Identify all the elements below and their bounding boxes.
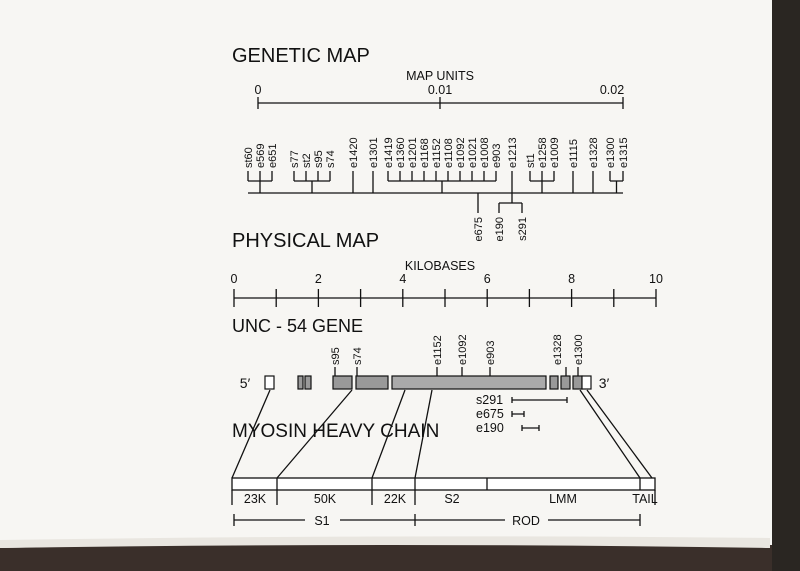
protein-title: MYOSIN HEAVY CHAIN [232, 421, 439, 442]
allele-label: e1108 [443, 138, 455, 168]
kilobase-scale: 0 2 4 6 8 10 [231, 272, 663, 307]
allele-label: e1420 [348, 137, 360, 168]
deletion-label: e190 [476, 421, 504, 435]
allele-label: e1008 [479, 137, 491, 168]
allele-label: e190 [494, 217, 506, 241]
allele-label: e1092 [455, 137, 467, 168]
exon [572, 375, 583, 390]
kb-tick-label: 4 [399, 272, 406, 286]
kilobases-label: KILOBASES [405, 259, 475, 273]
exon [297, 375, 304, 390]
allele-label: e1360 [395, 137, 407, 168]
region-label-s1: S1 [314, 514, 329, 528]
genetic-map-lines [247, 171, 624, 213]
allele-label: e1021 [467, 137, 479, 168]
kb-tick-label: 10 [649, 272, 663, 286]
region-label-rod: ROD [512, 514, 540, 528]
exon [581, 375, 592, 390]
allele-label: e1009 [549, 137, 561, 168]
allele-label: e1315 [618, 137, 630, 168]
allele-label: e1213 [507, 137, 519, 168]
allele-label: st2 [301, 153, 313, 168]
allele-label: st60 [243, 147, 255, 168]
kb-tick-label: 0 [231, 272, 238, 286]
mutation-label: e1300 [573, 334, 585, 365]
exon [332, 375, 353, 390]
mutation-label: e1328 [552, 334, 564, 365]
allele-label: e651 [267, 144, 279, 168]
physical-map-title: PHYSICAL MAP [232, 230, 379, 252]
exon [391, 375, 547, 390]
allele-label: e675 [473, 217, 485, 241]
five-prime-label: 5′ [240, 375, 251, 391]
allele-label: e903 [491, 144, 503, 168]
region-brackets [233, 514, 641, 526]
kb-tick-label: 6 [484, 272, 491, 286]
deletion-range [511, 397, 568, 403]
allele-label: s77 [289, 150, 301, 168]
map-tick-label: 0 [255, 83, 262, 97]
exon [355, 375, 389, 390]
map-tick-label: 0.02 [600, 83, 624, 97]
allele-label: s95 [313, 150, 325, 168]
page-edge-right [772, 0, 800, 571]
map-units-scale [257, 97, 624, 109]
three-prime-label: 3′ [599, 375, 610, 391]
map-tick-label: 0.01 [428, 83, 452, 97]
gene-structure: 5′ 3′ s95 s74 e1152 e1092 e903 e1328 e1300 s291e6… [240, 334, 610, 435]
exon [549, 375, 559, 390]
protein-structure: 23K 50K 22K S2 LMM TAIL S1 ROD [231, 389, 658, 528]
deletion-range [521, 425, 540, 431]
kb-tick-label: 2 [315, 272, 322, 286]
mutation-label: e1152 [432, 335, 444, 365]
deletion-range [511, 411, 525, 417]
mutation-label: s74 [352, 347, 364, 365]
protein-bar [231, 477, 656, 491]
kb-axis [233, 289, 657, 307]
deletion-label: s291 [476, 393, 503, 407]
mutation-label: s95 [330, 347, 342, 365]
protein-segment-label: 50K [314, 492, 337, 506]
allele-label: e1300 [605, 137, 617, 168]
kb-tick-label: 8 [568, 272, 575, 286]
allele-label: st1 [525, 153, 537, 168]
allele-label: e1152 [431, 138, 443, 168]
mutation-label: e903 [485, 341, 497, 365]
protein-segment-label: 23K [244, 492, 267, 506]
protein-dividers [231, 478, 656, 505]
exon [560, 375, 571, 390]
allele-label: e1419 [383, 137, 395, 168]
allele-label: e1328 [588, 137, 600, 168]
mutation-label: e1092 [457, 334, 469, 365]
gene-title: UNC - 54 GENE [232, 316, 363, 336]
exon [264, 375, 275, 390]
exon-to-protein-lines [231, 389, 653, 479]
allele-label: s291 [517, 217, 529, 241]
protein-segment-label: 22K [384, 492, 407, 506]
allele-label: s74 [325, 150, 337, 168]
allele-label: e569 [255, 144, 267, 168]
map-units-label: MAP UNITS [406, 69, 474, 83]
allele-label: e1201 [407, 137, 419, 168]
protein-segment-label: TAIL [632, 492, 658, 506]
genetic-map-title: GENETIC MAP [232, 45, 370, 67]
protein-segment-label: S2 [444, 492, 459, 506]
allele-label: e1258 [537, 137, 549, 168]
deletion-label: e675 [476, 407, 504, 421]
page-edge-bottom [0, 543, 772, 571]
page-curl [0, 536, 770, 548]
allele-label: e1115 [568, 139, 580, 168]
exon [304, 375, 312, 390]
allele-label: e1168 [419, 138, 431, 168]
protein-segment-label: LMM [549, 492, 577, 506]
allele-label: e1301 [368, 137, 380, 168]
